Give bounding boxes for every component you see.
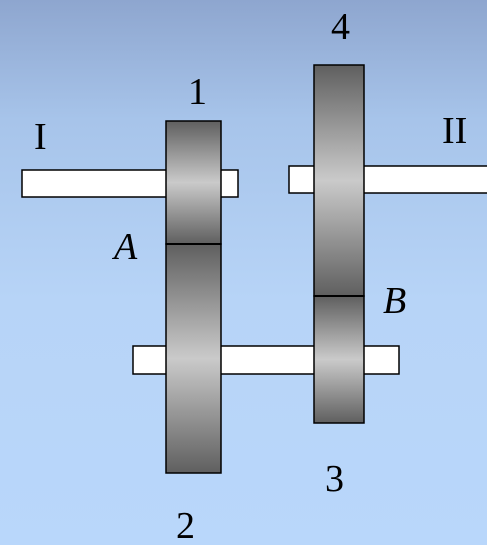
label-gear-1: 1: [188, 71, 207, 113]
label-shaft-i: I: [34, 116, 47, 158]
gear-2: [165, 243, 222, 474]
label-gear-4: 4: [331, 6, 350, 48]
gear-4: [313, 64, 365, 297]
gear-1: [165, 120, 222, 245]
label-shaft-ii: II: [442, 110, 468, 152]
label-point-b: B: [383, 280, 407, 322]
label-gear-2: 2: [176, 505, 195, 547]
gear-3: [313, 295, 365, 424]
label-gear-3: 3: [325, 458, 344, 500]
label-point-a: A: [114, 226, 138, 268]
